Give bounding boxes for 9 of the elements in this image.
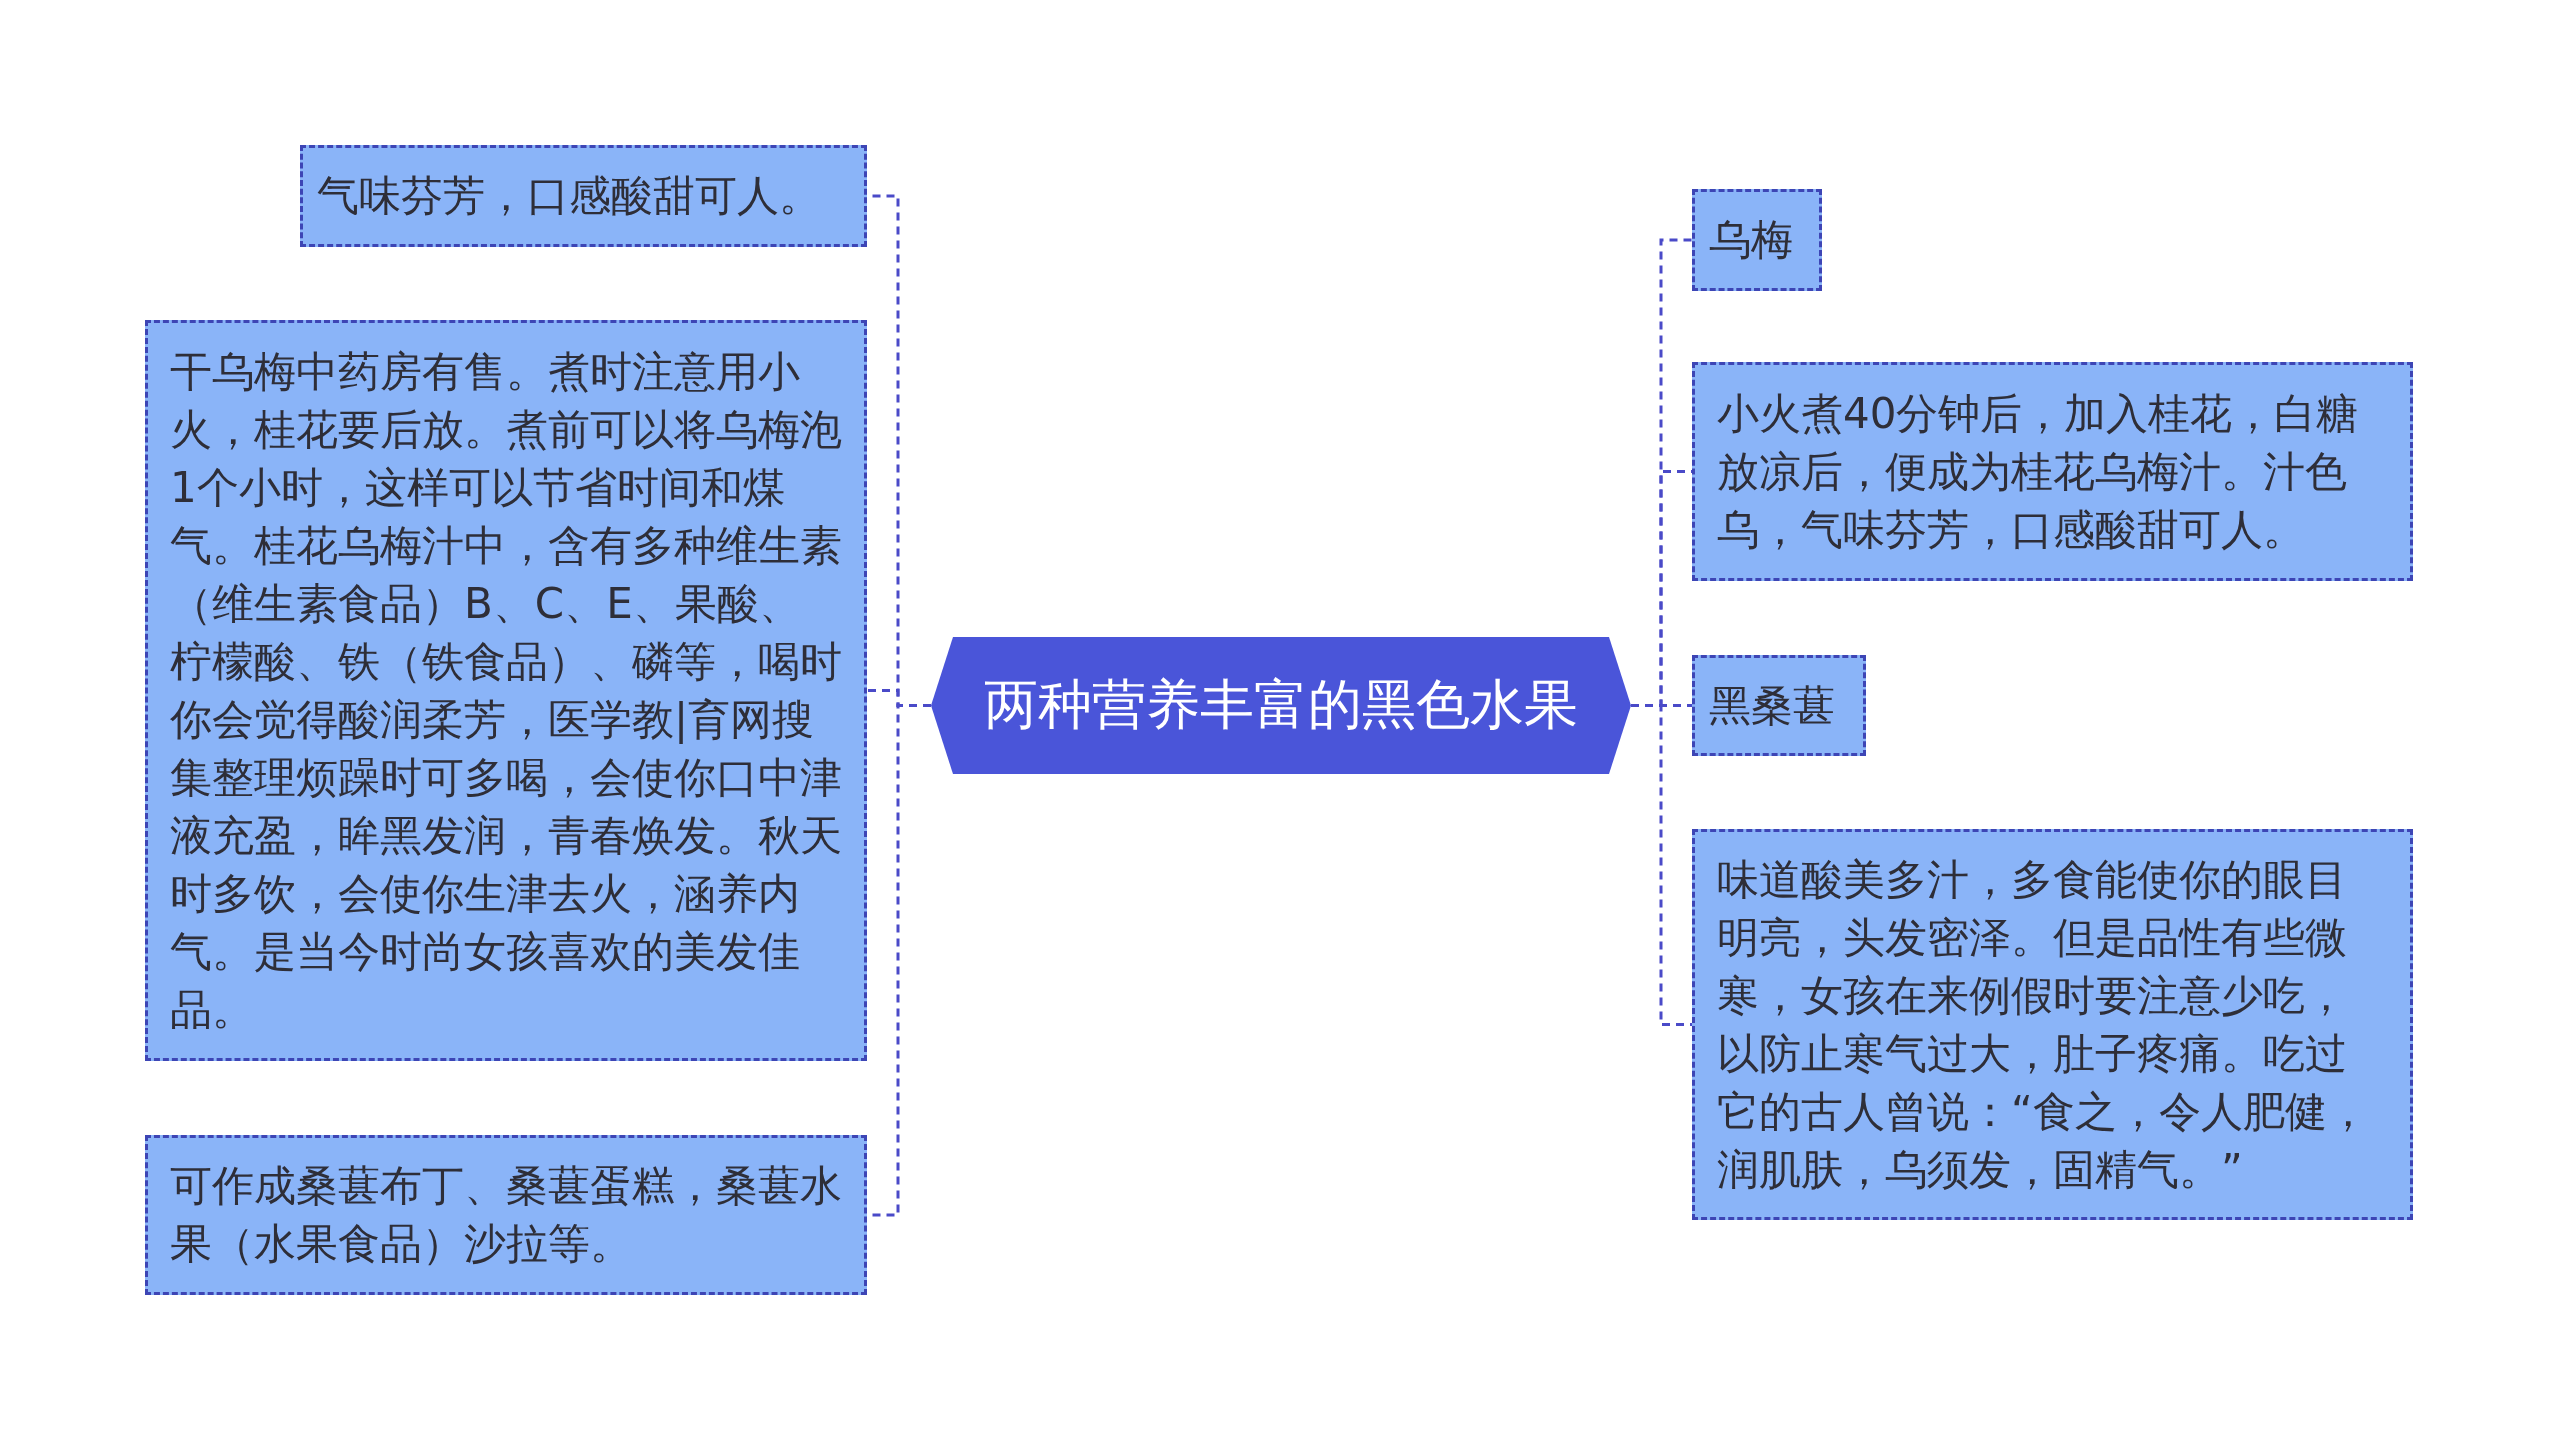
connector-line: [1631, 704, 1692, 1026]
note-box: 乌梅: [1692, 189, 1822, 291]
topic-hexagon: 两种营养丰富的黑色水果: [931, 637, 1631, 774]
note-box: 黑桑葚: [1692, 655, 1866, 756]
note-box: 味道酸美多汁，多食能使你的眼目明亮，头发密泽。但是品性有些微寒，女孩在来例假时要注意少吃，以防止寒气过大，肚子疼痛。吃过它的古人曾说：“食之，令人肥健，润肌肤，乌须发，固精气。”: [1692, 829, 2413, 1220]
note-box: 干乌梅中药房有售。煮时注意用小火，桂花要后放。煮前可以将乌梅泡1个小时，这样可以节省时间和煤气。桂花乌梅汁中，含有多种维生素（维生素食品）B、C、E、果酸、柠檬酸、铁（铁食品）、磷等，喝时你会觉得酸润柔芳，医学教|育网搜集整理烦躁时可多喝，会使你口中津液充盈，眸黑发润，青春焕发。秋天时多饮，会使你生津去火，涵养内气。是当今时尚女孩喜欢的美发佳品。: [145, 320, 867, 1061]
note-box: 小火煮40分钟后，加入桂花，白糖放凉后，便成为桂花乌梅汁。汁色乌，气味芬芳，口感酸甜可人。: [1692, 362, 2413, 581]
note-box: 气味芬芳，口感酸甜可人。: [300, 145, 867, 247]
note-box: 可作成桑葚布丁、桑葚蛋糕，桑葚水果（水果食品）沙拉等。: [145, 1135, 867, 1295]
